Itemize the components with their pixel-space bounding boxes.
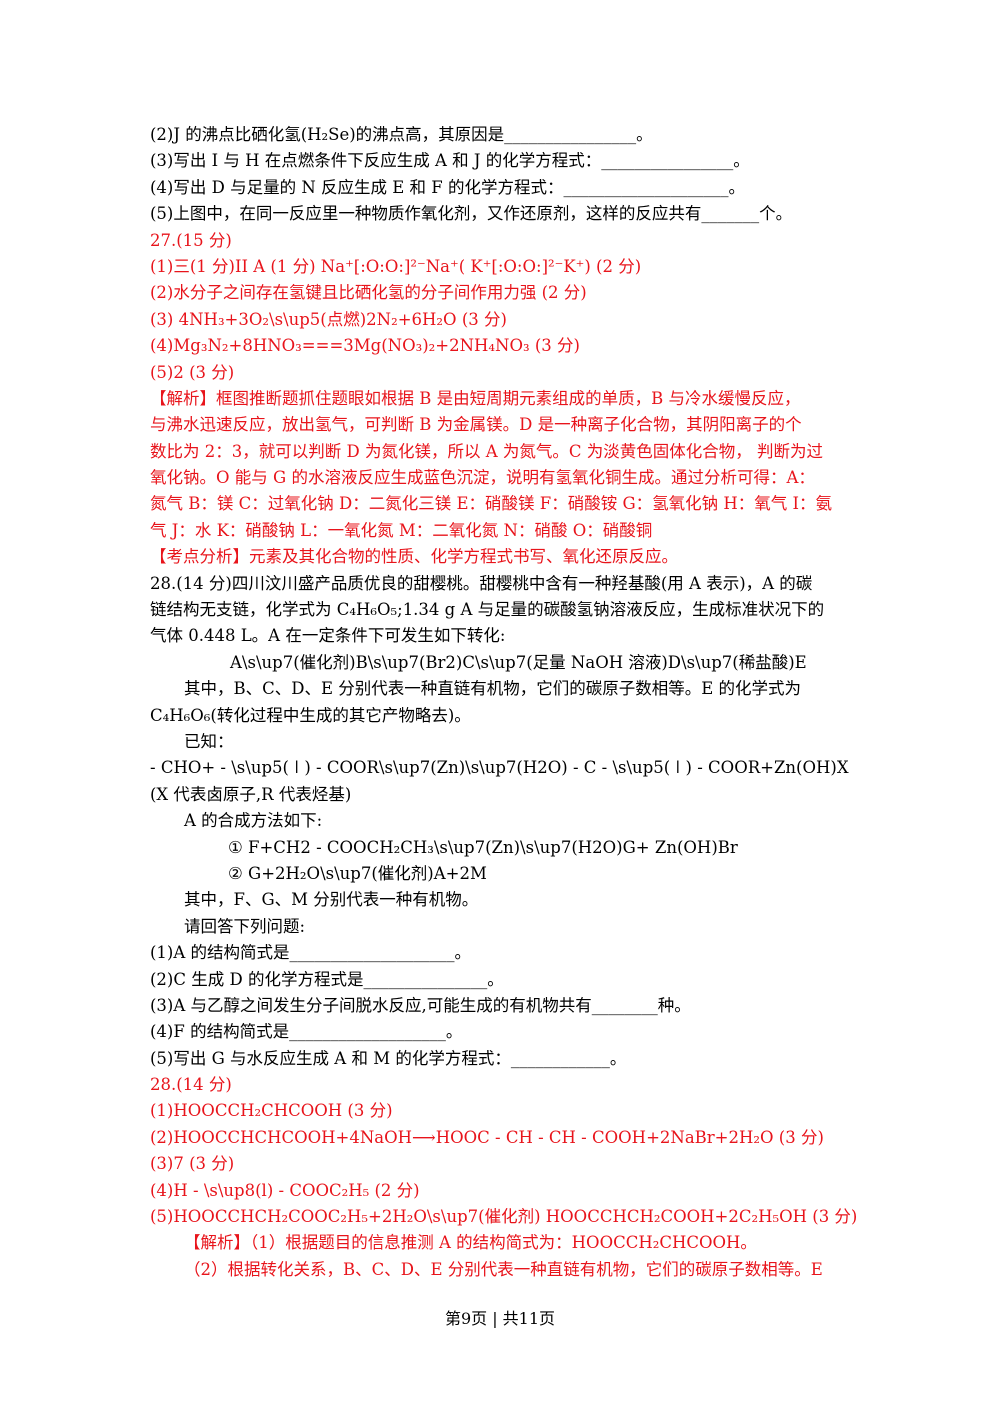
answer-line: (1)三(1 分)II A (1 分) Na⁺[:O:O:]²⁻Na⁺( K⁺[… [150, 256, 642, 276]
answer-line: (4)H - \s\up8(l) - COOC₂H₅ (2 分) [150, 1180, 420, 1200]
question-line: ② G+2H₂O\s\up7(催化剂)A+2M [228, 863, 487, 883]
answer-line: 28.(14 分) [150, 1075, 232, 1095]
question-line: (X 代表卤原子,R 代表烃基) [150, 784, 352, 804]
question-line: (5)上图中，在同一反应里一种物质作氧化剂，又作还原剂，这样的反应共有_____… [150, 204, 793, 224]
question-line: (3)A 与乙醇之间发生分子间脱水反应,可能生成的有机物共有________种。 [150, 995, 691, 1015]
answer-line: 与沸水迅速反应，放出氢气，可判断 B 为金属镁。D 是一种离子化合物，其阴阳离子… [150, 415, 802, 435]
answer-line: 氧化钠。O 能与 G 的水溶液反应生成蓝色沉淀，说明有氢氧化铜生成。通过分析可得… [150, 468, 815, 488]
answer-line: (5)2 (3 分) [150, 362, 235, 382]
question-line: - CHO+ - \s\up5( ǀ ) - COOR\s\up7(Zn)\s\… [150, 758, 849, 778]
page-content: (2)J 的沸点比硒化氢(H₂Se)的沸点高，其原因是_____________… [150, 122, 860, 1283]
answer-line: （2）根据转化关系，B、C、D、E 分别代表一种直链有机物，它们的碳原子数相等。… [184, 1259, 823, 1279]
answer-line: (1)HOOCCH₂CHCOOH (3 分) [150, 1101, 393, 1121]
question-line: A 的合成方法如下: [184, 811, 323, 831]
answer-line: 【考点分析】元素及其化合物的性质、化学方程式书写、氧化还原反应。 [150, 547, 678, 567]
answer-line: (3)7 (3 分) [150, 1154, 235, 1174]
answer-line: 数比为 2：3，就可以判断 D 为氮化镁，所以 A 为氮气。C 为淡黄色固体化合… [150, 441, 823, 461]
question-line: 气体 0.448 L。A 在一定条件下可发生如下转化: [150, 626, 506, 646]
question-line: (3)写出 I 与 H 在点燃条件下反应生成 A 和 J 的化学方程式：____… [150, 151, 750, 171]
question-line: (4)F 的结构简式是___________________。 [150, 1022, 463, 1042]
page-footer: 第9页 | 共11页 [444, 1309, 556, 1328]
answer-line: 【解析】框图推断题抓住题眼如根据 B 是由短周期元素组成的单质，B 与冷水缓慢反… [150, 388, 801, 408]
question-line: (1)A 的结构简式是____________________。 [150, 943, 472, 963]
question-line: ① F+CH2 - COOCH₂CH₃\s\up7(Zn)\s\up7(H2O)… [228, 837, 738, 857]
answer-line: 氮气 B：镁 C：过氧化钠 D：二氮化三镁 E：硝酸镁 F：硝酸铵 G：氢氧化钠… [150, 494, 833, 514]
question-line: 其中，F、G、M 分别代表一种有机物。 [184, 890, 479, 910]
question-line: (2)J 的沸点比硒化氢(H₂Se)的沸点高，其原因是_____________… [150, 125, 653, 144]
answer-line: (5)HOOCCHCH₂COOC₂H₅+2H₂O\s\up7(催化剂) HOOC… [150, 1207, 858, 1227]
answer-line: 27.(15 分) [150, 230, 232, 250]
question-line: 请回答下列问题: [184, 916, 306, 936]
question-line: A\s\up7(催化剂)B\s\up7(Br2)C\s\up7(足量 NaOH … [230, 652, 807, 672]
question-line: (4)写出 D 与足量的 N 反应生成 E 和 F 的化学方程式：_______… [150, 177, 745, 197]
answer-line: (4)Mg₃N₂+8HNO₃===3Mg(NO₃)₂+2NH₄NO₃ (3 分) [150, 336, 580, 356]
answer-line: (3) 4NH₃+3O₂\s\up5(点燃)2N₂+6H₂O (3 分) [150, 309, 507, 329]
answer-line: 气 J：水 K：硝酸钠 L：一氧化氮 M：二氧化氮 N：硝酸 O：硝酸铜 [150, 520, 653, 540]
question-line: (5)写出 G 与水反应生成 A 和 M 的化学方程式：____________… [150, 1048, 627, 1068]
question-line: 28.(14 分)四川汶川盛产品质优良的甜樱桃。甜樱桃中含有一种羟基酸(用 A … [150, 573, 813, 593]
question-line: C₄H₆O₆(转化过程中生成的其它产物略去)。 [150, 705, 471, 725]
question-line: 其中，B、C、D、E 分别代表一种直链有机物，它们的碳原子数相等。E 的化学式为 [184, 679, 802, 699]
question-line: (2)C 生成 D 的化学方程式是_______________。 [150, 969, 504, 989]
question-line: 链结构无支链，化学式为 C₄H₆O₅;1.34 g A 与足量的碳酸氢钠溶液反应… [150, 600, 825, 620]
answer-line: (2)HOOCCHCHCOOH+4NaOH⟶HOOC - CH - CH - C… [150, 1127, 824, 1147]
answer-line: (2)水分子之间存在氢键且比硒化氢的分子间作用力强 (2 分) [150, 283, 587, 303]
question-line: 已知： [184, 731, 234, 751]
answer-line: 【解析】（1）根据题目的信息推测 A 的结构简式为：HOOCCH₂CHCOOH。 [184, 1233, 757, 1253]
